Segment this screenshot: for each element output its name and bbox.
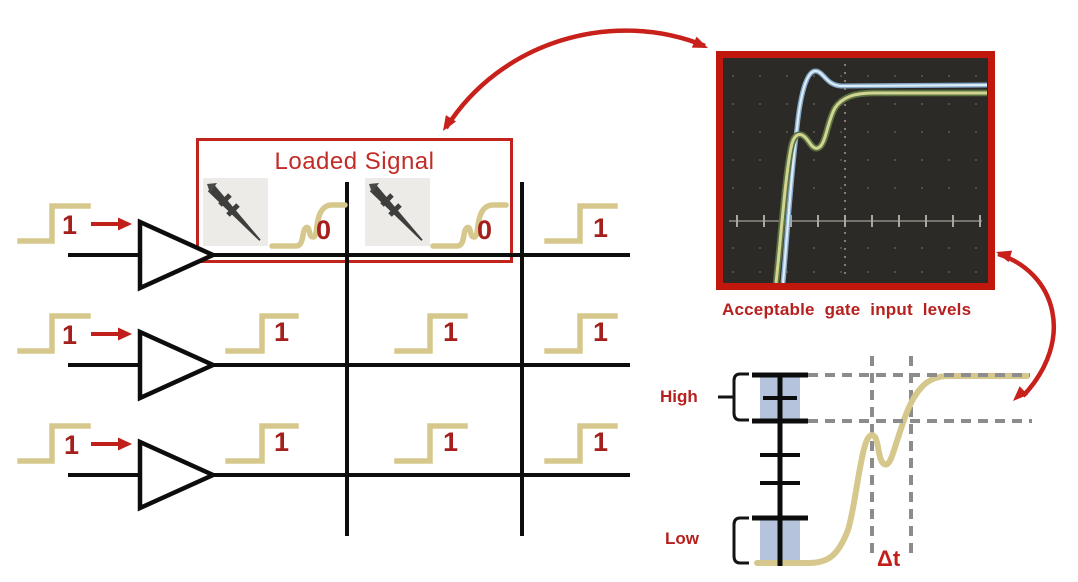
high-band	[760, 375, 800, 419]
oscilloscope-image	[716, 51, 995, 290]
output-value: 1	[593, 213, 609, 243]
loaded-value: 0	[316, 215, 332, 245]
output-value: 1	[443, 427, 459, 457]
loaded-waveform	[754, 373, 1030, 566]
buffer-gate-icon	[137, 328, 219, 402]
input-arrow-icons	[91, 217, 132, 451]
output-value: 1	[593, 427, 609, 457]
level-guides	[808, 373, 1032, 423]
buffer-gate-icon	[137, 438, 219, 512]
loaded-value: 0	[477, 215, 493, 245]
input-value: 1	[62, 210, 78, 240]
loaded-signal-title: Loaded Signal	[274, 148, 435, 175]
step-signal-icon	[17, 313, 91, 354]
level-axis	[752, 372, 808, 566]
output-value: 1	[443, 317, 459, 347]
scope-caption: Acceptable gate input levels	[722, 300, 972, 319]
input-value: 1	[62, 320, 78, 350]
scope-trace-green	[772, 89, 987, 283]
loaded-signal-box: Loaded Signal	[196, 138, 513, 263]
low-band	[760, 520, 800, 561]
output-value: 1	[274, 427, 290, 457]
high-label: High	[660, 387, 698, 406]
input-value: 1	[64, 430, 80, 460]
delta-t-guides	[870, 356, 913, 560]
output-value: 1	[274, 317, 290, 347]
oscilloscope-traces	[723, 58, 988, 283]
arrow-loaded-to-scope	[444, 28, 706, 130]
low-bracket	[732, 516, 749, 565]
low-label: Low	[665, 529, 699, 548]
delta-t-label: Δt	[877, 546, 901, 571]
high-bracket	[732, 372, 749, 422]
step-signal-icon	[17, 203, 91, 244]
output-value: 1	[593, 317, 609, 347]
scope-trace-blue	[780, 68, 988, 283]
arrow-scope-to-levels	[997, 251, 1057, 398]
level-brackets	[718, 372, 749, 565]
buffer-gate-icons	[137, 218, 219, 512]
graticule-ticks	[736, 215, 981, 227]
